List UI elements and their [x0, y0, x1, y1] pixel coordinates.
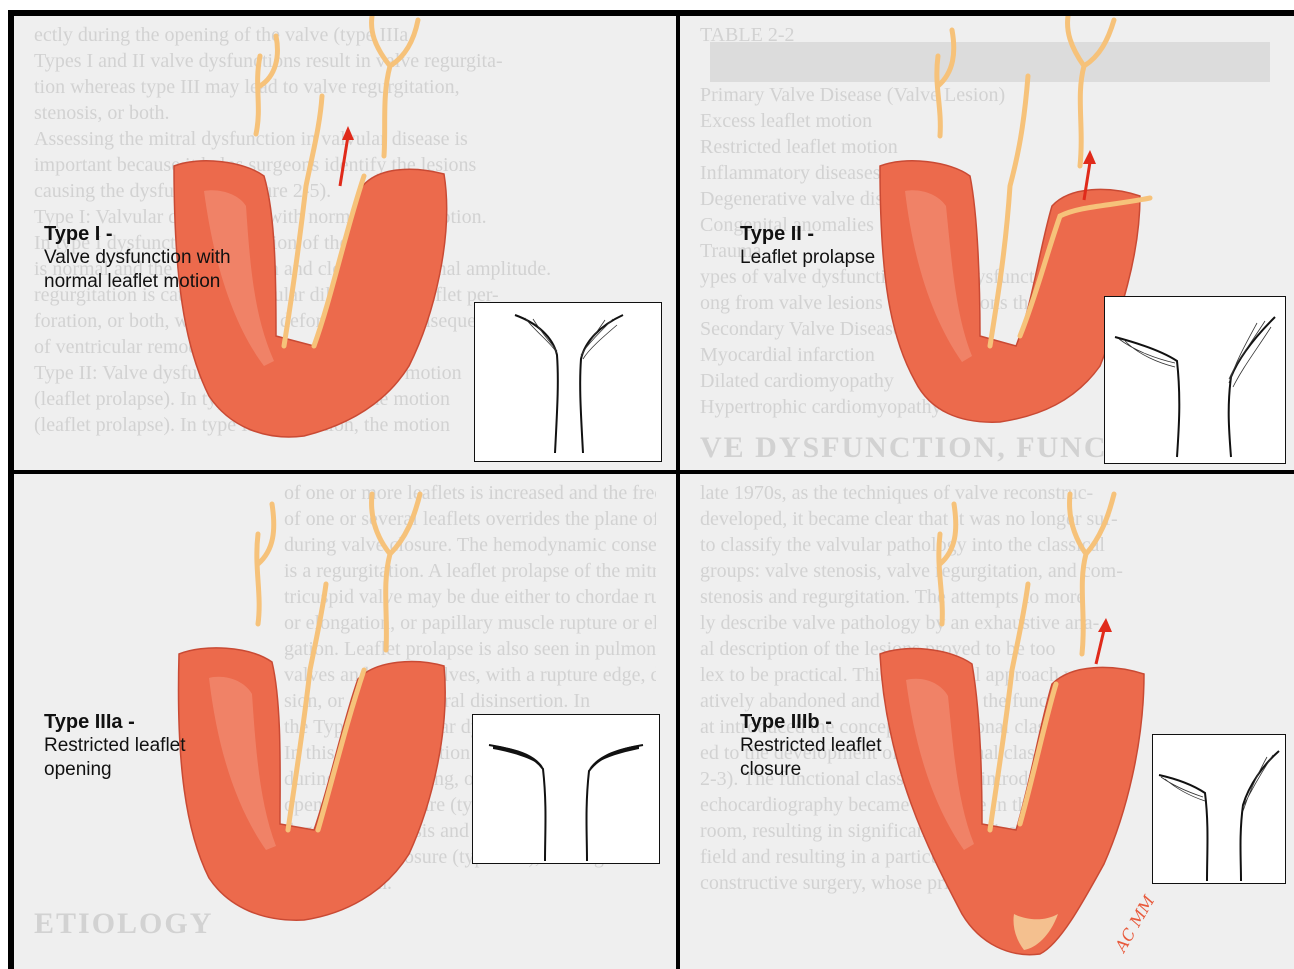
valve-inset	[1152, 734, 1286, 884]
panel-label: Type IIIa - Restricted leaflet opening	[44, 710, 186, 782]
panel-type-ii: TABLE 2-2 Primary Valve Disease (Valve L…	[680, 16, 1294, 470]
valve-diagram	[1153, 735, 1285, 883]
description-line: normal leaflet motion	[44, 270, 231, 294]
panel-label: Type I - Valve dysfunction with normal l…	[44, 222, 231, 294]
leaflet-lines	[515, 315, 623, 453]
description-line: Restricted leaflet	[740, 734, 882, 758]
leaflet-lines	[489, 745, 643, 861]
valve-inset	[472, 714, 660, 864]
panel-type-i: ectly during the opening of the valve (t…	[14, 16, 676, 470]
description-line: Valve dysfunction with	[44, 246, 231, 270]
panel-type-iiib: late 1970s, as the techniques of valve r…	[680, 474, 1294, 969]
description-line: Leaflet prolapse	[740, 246, 875, 270]
leaflet-lines	[1159, 751, 1279, 881]
panel-label: Type II - Leaflet prolapse	[740, 222, 875, 270]
flow-arrowhead	[1098, 618, 1112, 632]
panel-type-iiia: of one or more leaflets is increased and…	[14, 474, 676, 969]
description-line: Restricted leaflet	[44, 734, 186, 758]
description-line: closure	[740, 758, 882, 782]
panel-label: Type IIIb - Restricted leaflet closure	[740, 710, 882, 782]
leaflet-chordae	[525, 318, 617, 359]
valve-diagram	[473, 715, 659, 863]
panel-title: Type II -	[740, 222, 875, 246]
leaflet-lines	[1115, 317, 1275, 457]
valve-inset	[1104, 296, 1286, 464]
panel-title: Type IIIa -	[44, 710, 186, 734]
panel-title: Type I -	[44, 222, 231, 246]
flow-arrowhead	[1083, 150, 1096, 164]
leaflet-fill	[493, 745, 639, 769]
leaflet-chordae	[1119, 321, 1271, 387]
valve-diagram	[475, 303, 661, 461]
figure-frame: ectly during the opening of the valve (t…	[8, 10, 1294, 969]
leaflet-chordae	[1161, 755, 1273, 811]
flow-arrow	[1096, 630, 1104, 664]
valve-diagram	[1105, 297, 1285, 463]
flow-arrowhead	[342, 126, 354, 140]
flow-arrow	[340, 136, 348, 186]
valve-inset	[474, 302, 662, 462]
panel-title: Type IIIb -	[740, 710, 882, 734]
description-line: opening	[44, 758, 186, 782]
